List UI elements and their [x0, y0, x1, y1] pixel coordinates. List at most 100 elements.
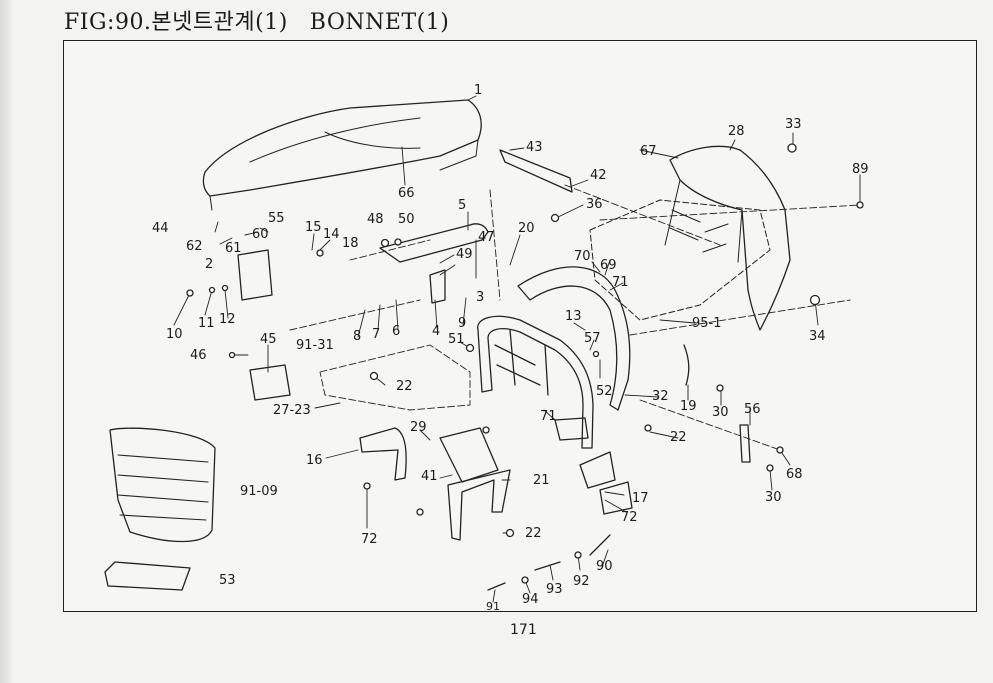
part-label: 46: [190, 348, 207, 363]
part-label: 71: [540, 409, 557, 424]
phantom-lines: [289, 184, 861, 451]
part-label: 22: [525, 526, 542, 541]
binding-shadow: [0, 0, 14, 683]
part-label: 33: [785, 117, 802, 132]
part-label: 14: [323, 227, 340, 242]
support-frame: [477, 315, 594, 449]
part-label: 57: [584, 331, 601, 346]
part-label: 90: [596, 559, 613, 574]
part-label: 66: [398, 186, 415, 201]
hinge-2: [237, 249, 273, 301]
part-label: 51: [448, 332, 465, 347]
part-label: 92: [573, 574, 590, 589]
part-label: 11: [198, 316, 215, 331]
spring-assembly: [487, 534, 611, 591]
front-grille: [109, 427, 216, 543]
part-label: 7: [372, 327, 381, 342]
part-label: 55: [268, 211, 285, 226]
leader-lines: [173, 95, 861, 603]
plate-29: [439, 427, 499, 483]
part-label: 56: [744, 402, 761, 417]
plate-42: [499, 149, 573, 193]
part-label: 5: [458, 198, 467, 213]
part-label: 72: [361, 532, 378, 547]
part-label: 93: [546, 582, 563, 597]
part-label: 91-31: [296, 338, 334, 353]
part-label: 94: [522, 592, 539, 607]
part-label: 47: [478, 230, 495, 245]
part-label: 42: [590, 168, 607, 183]
bottom-cover: [104, 561, 191, 591]
part-label: 10: [166, 327, 183, 342]
part-label: 41: [421, 469, 438, 484]
part-label: 36: [586, 197, 603, 212]
side-panel: [517, 266, 631, 411]
part-label: 62: [186, 239, 203, 254]
part-label: 28: [728, 124, 745, 139]
bracket-4: [429, 269, 446, 304]
part-label: 22: [670, 430, 687, 445]
part-label: 44: [152, 221, 169, 236]
part-label: 22: [396, 379, 413, 394]
part-label: 9: [458, 316, 467, 331]
hardware-fasteners: [186, 143, 864, 584]
part-label: 91: [486, 600, 500, 613]
part-label: 52: [596, 384, 613, 399]
figure-title-english: BONNET(1): [309, 10, 450, 35]
part-label: 71: [612, 275, 629, 290]
part-label: 30: [765, 490, 782, 505]
part-label: 45: [260, 332, 277, 347]
part-label: 8: [353, 329, 362, 344]
part-label: 18: [342, 236, 359, 251]
part-label: 95-1: [692, 316, 722, 331]
bracket-56: [739, 424, 751, 463]
part-label: 30: [712, 405, 729, 420]
rear-cowl-panel: [664, 145, 791, 331]
part-label: 3: [476, 290, 485, 305]
part-label: 48: [367, 212, 384, 227]
part-label: 49: [456, 247, 473, 262]
part-label: 2: [205, 257, 214, 272]
part-label: 34: [809, 329, 826, 344]
part-label: 1: [474, 83, 483, 98]
figure-title-korean: FIG:90.본넷트관계(1): [64, 10, 288, 35]
page-number: 171: [510, 622, 537, 638]
bracket-71: [554, 417, 589, 441]
stay-bar-5: [379, 223, 489, 263]
bracket-45: [249, 364, 291, 401]
part-label: 69: [600, 258, 617, 273]
bonnet-top-panel: [202, 99, 482, 211]
dash-panel-outline: [589, 199, 771, 321]
part-label: 15: [305, 220, 322, 235]
part-label: 12: [219, 312, 236, 327]
part-label: 27-23: [273, 403, 311, 418]
part-label: 61: [225, 241, 242, 256]
part-label: 60: [252, 227, 269, 242]
part-label: 20: [518, 221, 535, 236]
part-label: 91-09: [240, 484, 278, 499]
part-label: 89: [852, 162, 869, 177]
part-label: 16: [306, 453, 323, 468]
part-label: 19: [680, 399, 697, 414]
part-label: 32: [652, 389, 669, 404]
part-label: 21: [533, 473, 550, 488]
part-label: 6: [392, 324, 401, 339]
diagram-frame: [63, 40, 977, 612]
part-label: 68: [786, 467, 803, 482]
bracket-17: [579, 451, 633, 515]
part-label: 67: [640, 144, 657, 159]
part-label: 50: [398, 212, 415, 227]
part-label: 4: [432, 324, 441, 339]
figure-title: FIG:90.본넷트관계(1) BONNET(1): [64, 4, 449, 36]
part-label: 17: [632, 491, 649, 506]
part-label: 43: [526, 140, 543, 155]
part-label: 70: [574, 249, 591, 264]
part-label: 53: [219, 573, 236, 588]
bracket-41: [447, 469, 511, 541]
part-label: 13: [565, 309, 582, 324]
part-label: 29: [410, 420, 427, 435]
bracket-16: [359, 427, 407, 481]
rod-19: [683, 344, 690, 386]
part-label: 72: [621, 510, 638, 525]
